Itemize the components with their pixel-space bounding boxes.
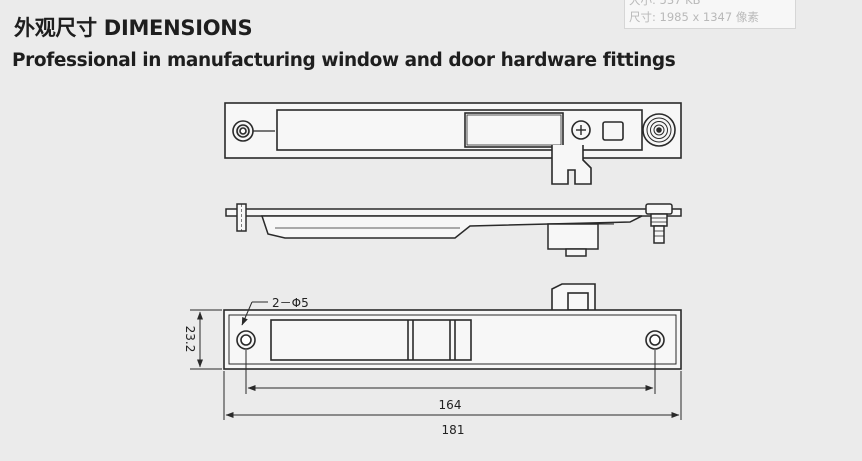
top-view-hook <box>551 145 592 185</box>
front-view-slider-recess <box>270 319 472 361</box>
page-title: 外观尺寸 DIMENSIONS <box>14 16 253 40</box>
tooltip-size: 大小: 537 KB <box>629 0 701 7</box>
side-view-handle-profile <box>260 215 643 239</box>
hole-label: 2－Φ5 <box>272 296 309 310</box>
tooltip-dimensions: 尺寸: 1985 x 1347 像素 <box>629 10 759 24</box>
hole-callout <box>241 301 268 326</box>
top-view-slot <box>602 121 624 141</box>
side-view-base-plate <box>225 208 682 217</box>
page-subtitle: Professional in manufacturing window and… <box>12 50 676 71</box>
height-dim-label: 23.2 <box>183 326 197 353</box>
height-dimension <box>190 309 222 370</box>
hole-spacing-dim-label: 164 <box>439 398 462 412</box>
side-view-knob <box>645 203 673 215</box>
side-view-hook-block <box>547 223 599 250</box>
overall-length-dimension <box>223 371 682 420</box>
image-info-tooltip: 大小: 537 KB 尺寸: 1985 x 1347 像素 <box>624 0 796 29</box>
side-view-screw-shaft <box>653 225 665 244</box>
side-view <box>225 203 682 257</box>
overall-length-dim-label: 181 <box>442 423 465 437</box>
front-view <box>223 283 682 370</box>
top-view <box>224 102 682 185</box>
hole-spacing-dimension <box>245 350 656 394</box>
top-view-slide-window <box>464 112 564 148</box>
